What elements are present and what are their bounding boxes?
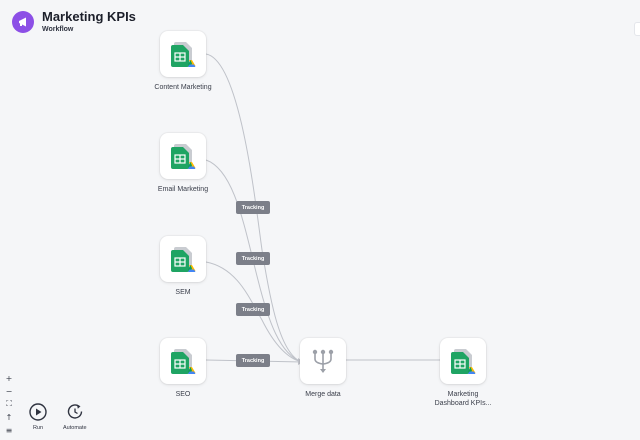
refresh-clock-icon: [67, 404, 82, 419]
run-label: Run: [32, 425, 44, 431]
google-sheets-icon: [171, 247, 196, 272]
node-label-line2: Dashboard KPIs...: [434, 400, 492, 408]
workflow-header: Marketing KPIs Workflow: [12, 10, 136, 33]
node-label: Merge data: [305, 391, 341, 398]
node-output-dashboard[interactable]: Marketing Dashboard KPIs...: [428, 338, 498, 408]
node-content-marketing[interactable]: Content Marketing: [148, 31, 218, 92]
page-subtitle: Workflow: [42, 26, 74, 33]
megaphone-icon: [12, 10, 34, 33]
edge-sem-to-merge: [205, 261, 303, 363]
edge-content-to-merge: [205, 53, 303, 363]
node-sem[interactable]: SEM: [148, 236, 218, 297]
run-button[interactable]: Run: [28, 402, 48, 431]
tracking-tag[interactable]: Tracking: [236, 354, 270, 367]
node-label: SEM: [175, 289, 191, 296]
merge-icon: [312, 349, 334, 373]
zoom-out-button[interactable]: −: [5, 386, 13, 396]
automate-button[interactable]: Automate: [63, 402, 87, 431]
google-sheets-icon: [171, 349, 196, 374]
pan-up-button[interactable]: ↑: [5, 412, 13, 422]
tracking-tag[interactable]: Tracking: [236, 303, 270, 316]
google-sheets-icon: [171, 144, 196, 169]
edge-email-to-merge: [205, 159, 303, 363]
play-icon: [29, 403, 47, 421]
zoom-toolbar: + − ⛶ ↑ ≡: [4, 372, 14, 436]
zoom-in-button[interactable]: +: [5, 373, 13, 383]
fit-view-button[interactable]: ⛶: [6, 399, 12, 408]
tracking-tag[interactable]: Tracking: [236, 201, 270, 214]
automate-label: Automate: [63, 425, 87, 431]
node-label: Email Marketing: [157, 186, 209, 193]
node-label: SEO: [175, 391, 191, 398]
google-sheets-icon: [451, 349, 476, 374]
google-sheets-icon: [171, 42, 196, 67]
menu-button[interactable]: ≡: [5, 425, 13, 435]
node-email-marketing[interactable]: Email Marketing: [148, 133, 218, 194]
page-title: Marketing KPIs: [42, 9, 136, 24]
node-label: Marketing Dashboard KPIs...: [435, 390, 492, 408]
side-panel-handle[interactable]: [634, 22, 640, 36]
node-label-line1: Marketing: [447, 391, 479, 398]
node-merge-data[interactable]: Merge data: [288, 338, 358, 399]
node-label: Content Marketing: [154, 84, 212, 91]
tracking-tag[interactable]: Tracking: [236, 252, 270, 265]
node-seo[interactable]: SEO: [148, 338, 218, 399]
